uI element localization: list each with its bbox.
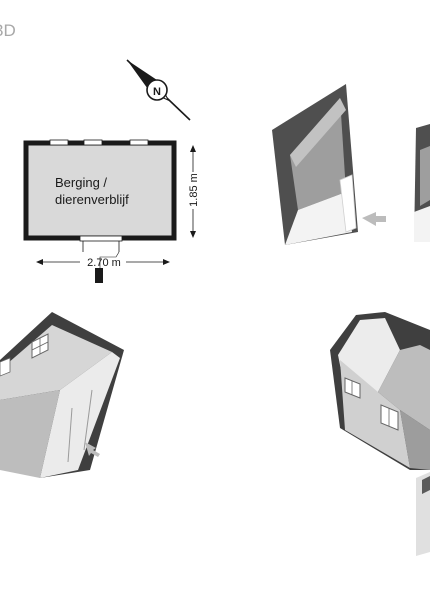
depth-label: 1.85 m <box>188 173 200 207</box>
floorplan-2d: Berging / dierenverblijf 2.70 m 1.85 m <box>23 139 200 283</box>
window-icon <box>31 333 49 359</box>
depth-dimension: 1.85 m <box>188 145 200 238</box>
width-dimension: 2.70 m <box>36 257 170 269</box>
3d-view-left <box>0 312 124 478</box>
exterior-post <box>95 268 103 283</box>
header-label: 3D <box>0 21 16 40</box>
entrance-arrow-icon <box>85 442 100 457</box>
width-label: 2.70 m <box>87 257 121 269</box>
compass-label: N <box>153 86 161 98</box>
window-icon <box>49 139 69 146</box>
window-icon <box>83 139 103 146</box>
room-name-line2: dierenverblijf <box>55 192 129 207</box>
window-icon <box>380 404 399 431</box>
north-arrow-icon: N <box>126 59 191 121</box>
window-icon <box>344 377 361 399</box>
entrance-arrow-icon <box>362 212 386 226</box>
3d-view-top-down <box>272 84 430 245</box>
door-opening <box>79 235 123 242</box>
window-icon <box>129 139 149 146</box>
room-name-line1: Berging / <box>55 175 107 190</box>
room-berging <box>23 140 177 241</box>
3d-view-right <box>330 312 430 556</box>
